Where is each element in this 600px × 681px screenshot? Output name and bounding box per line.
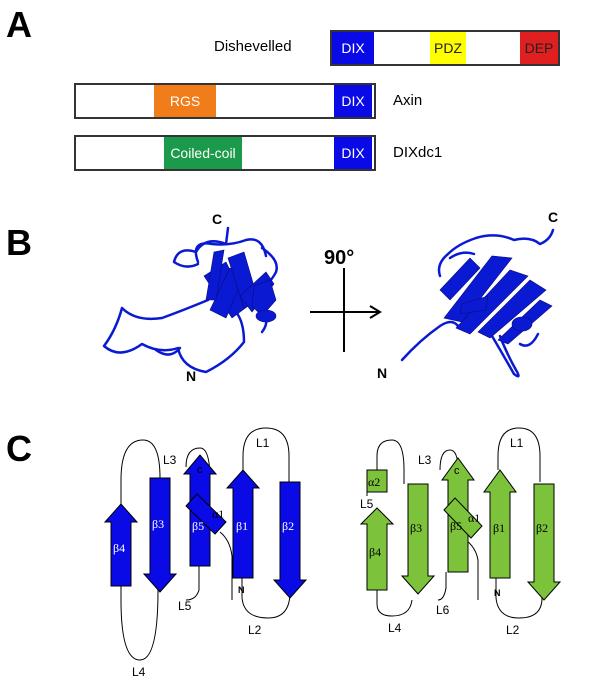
ribbon-structure-right — [400, 228, 555, 378]
loop-l6-right: L6 — [436, 603, 450, 617]
strand-b3-left — [142, 477, 178, 593]
strand-b1-label-right: β1 — [493, 521, 505, 535]
strand-b3-label-left: β3 — [152, 517, 164, 531]
helix-a1-left — [185, 493, 227, 535]
c-terminus-label-left: C — [212, 211, 222, 227]
strand-b3-right — [400, 483, 436, 595]
dishevelled-bar: DIX PDZ DEP — [330, 30, 560, 66]
strand-b4-right — [359, 507, 395, 591]
axin-bar: RGS DIX — [74, 83, 376, 119]
loop-l2-left: L2 — [248, 623, 262, 637]
loop-l4-left: L4 — [132, 665, 146, 679]
helix-a1-label-left: α1 — [212, 507, 224, 521]
topology-labels-right: L1 L2 L3 L4 L5 L6 c N β1 β2 β3 β4 β5 α1 … — [360, 436, 548, 637]
dishevelled-dep-domain: DEP — [520, 32, 558, 64]
n-terminus-topo-right: N — [494, 588, 501, 598]
strand-b2-label-left: β2 — [282, 519, 294, 533]
topology-strands-right — [359, 457, 562, 601]
strand-b2-label-right: β2 — [536, 521, 548, 535]
strand-b2-right — [526, 483, 562, 601]
n-terminus-label-left: N — [186, 368, 196, 384]
strand-b5-label-left: β5 — [192, 519, 204, 533]
strand-b4-label-left: β4 — [113, 541, 125, 555]
strand-b5-label-right: β5 — [450, 519, 462, 533]
loop-l5-left: L5 — [178, 599, 192, 613]
strand-b2-left — [272, 481, 308, 599]
loop-l5-right: L5 — [360, 497, 374, 511]
helix-a2-right — [366, 469, 388, 493]
topology-strands-left — [103, 454, 308, 599]
c-terminus-label-right: C — [548, 209, 558, 225]
loop-l3-left: L3 — [163, 453, 177, 467]
loop-l2-right: L2 — [506, 623, 520, 637]
axin-rgs-domain: RGS — [154, 85, 216, 117]
helix-a1-right — [443, 497, 483, 539]
topology-labels-left: L1 L2 L3 L4 L5 c N β1 β2 β3 β4 β5 α1 — [113, 436, 294, 679]
strand-b4-label-right: β4 — [369, 545, 381, 559]
ribbon-sheets-left — [203, 249, 277, 323]
axin-dix-domain: DIX — [334, 85, 372, 117]
loop-l1-right: L1 — [510, 436, 524, 450]
rotation-axis-icon — [310, 268, 382, 352]
strand-b1-left — [225, 469, 261, 579]
c-terminus-topo-left: c — [197, 464, 203, 476]
dishevelled-label: Dishevelled — [214, 38, 292, 55]
strand-b4-left — [103, 503, 139, 587]
strand-b3-label-right: β3 — [410, 521, 422, 535]
rotation-angle-label: 90° — [324, 247, 354, 269]
dishevelled-pdz-domain: PDZ — [430, 32, 466, 64]
dixdc1-bar: Coiled-coil DIX — [74, 135, 376, 171]
panel-c-label: C — [6, 428, 32, 469]
strand-b1-right — [483, 469, 517, 579]
dishevelled-dix-domain: DIX — [332, 32, 374, 64]
dixdc1-coiled-coil-domain: Coiled-coil — [164, 137, 242, 169]
panel-a-label: A — [6, 4, 32, 45]
c-terminus-topo-right: c — [454, 465, 460, 477]
dixdc1-label: DIXdc1 — [393, 144, 443, 161]
panel-b-label: B — [6, 222, 32, 263]
ribbon-sheets-right — [439, 255, 553, 345]
helix-a2-label-right: α2 — [368, 475, 380, 489]
loop-l3-right: L3 — [418, 453, 432, 467]
axin-label: Axin — [393, 92, 423, 109]
n-terminus-label-right: N — [377, 365, 387, 381]
n-terminus-topo-left: N — [238, 585, 245, 595]
helix-a1-label-right: α1 — [468, 511, 480, 525]
strand-b1-label-left: β1 — [236, 519, 248, 533]
dixdc1-dix-domain: DIX — [334, 137, 372, 169]
loop-l1-left: L1 — [256, 436, 270, 450]
loop-l4-right: L4 — [388, 621, 402, 635]
